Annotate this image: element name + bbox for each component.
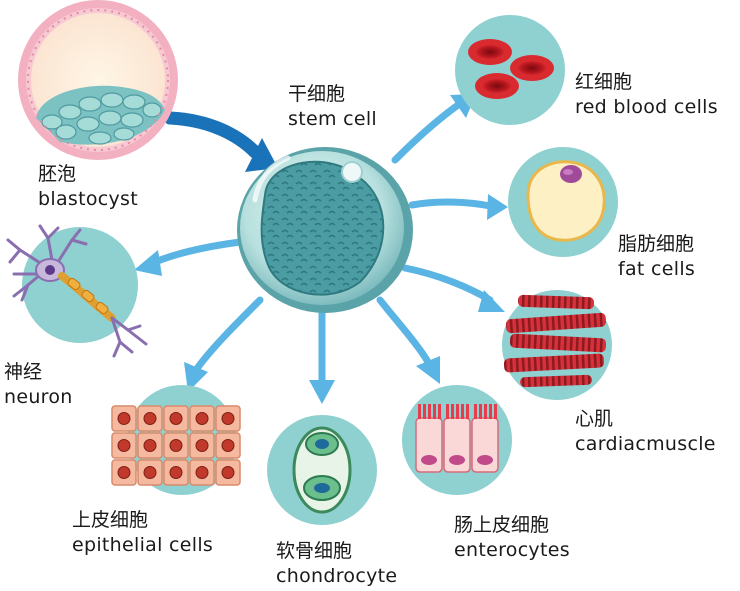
label-cardiac-muscle-en: cardiacmuscle [575, 433, 716, 455]
label-red-blood-cells-en: red blood cells [575, 96, 718, 118]
enterocyte-nucleus [449, 455, 465, 465]
microvillus [451, 404, 454, 419]
epithelial-nucleus [117, 439, 131, 452]
label-epithelial-cells-zh: 上皮细胞 [72, 509, 149, 531]
arrow-head-cardiac [478, 290, 505, 312]
microvillus [446, 404, 449, 419]
arrow-to-neuron [151, 238, 244, 266]
microvillus [423, 404, 426, 419]
arrow-head-epithelial [184, 362, 208, 392]
label-red-blood-cells-zh: 红细胞 [575, 71, 633, 93]
microvillus [466, 404, 469, 419]
microvillus [428, 404, 431, 419]
arrows [134, 94, 508, 404]
epithelial-nucleus [195, 412, 209, 425]
blastocyst-illustration [18, 0, 178, 160]
label-fat-cells: 脂肪细胞 fat cells [618, 232, 695, 282]
microvillus [489, 404, 492, 419]
label-red-blood-cells: 红细胞 red blood cells [575, 70, 718, 120]
red-blood-cells-illustration [455, 15, 565, 125]
cardiac-muscle-illustration [502, 290, 612, 400]
arrow-head-enterocytes [416, 356, 440, 384]
label-stem-cell: 干细胞 stem cell [288, 82, 377, 132]
label-neuron-zh: 神经 [4, 361, 43, 383]
microvillus [433, 404, 436, 419]
microvillus [494, 404, 497, 419]
label-epithelial-cells: 上皮细胞 epithelial cells [72, 508, 213, 558]
label-chondrocyte: 软骨细胞 chondrocyte [276, 539, 397, 589]
epithelial-nucleus [143, 439, 157, 452]
label-neuron-en: neuron [4, 386, 73, 408]
microvillus [461, 404, 464, 419]
enterocyte-nucleus [477, 455, 493, 465]
label-stem-cell-zh: 干细胞 [288, 83, 346, 105]
label-blastocyst-en: blastocyst [38, 188, 138, 210]
epithelial-nucleus [221, 466, 235, 479]
arrow-head-blastocyst [245, 138, 278, 172]
rbc-2 [510, 55, 554, 81]
label-enterocytes: 肠上皮细胞 enterocytes [454, 513, 570, 563]
rbc-3 [475, 73, 519, 99]
label-blastocyst: 胚泡 blastocyst [38, 162, 138, 212]
microvillus [456, 404, 459, 419]
neuron-illustration [6, 224, 148, 358]
stem-cell-illustration [237, 147, 413, 313]
enterocyte-nucleus [421, 455, 437, 465]
microvillus [474, 404, 477, 419]
arrow-blastocyst-to-stem [163, 111, 262, 159]
label-blastocyst-zh: 胚泡 [38, 163, 77, 185]
epithelial-nucleus [117, 466, 131, 479]
microvillus [418, 404, 421, 419]
label-fat-cells-zh: 脂肪细胞 [618, 233, 695, 255]
epithelial-nucleus [195, 466, 209, 479]
epithelial-nucleus [117, 412, 131, 425]
epithelial-nucleus [143, 412, 157, 425]
epithelial-nucleus [169, 439, 183, 452]
arrow-head-neuron [134, 250, 162, 276]
chondrocyte-illustration [267, 415, 377, 525]
label-enterocytes-zh: 肠上皮细胞 [454, 514, 550, 536]
rbc-1 [468, 39, 512, 65]
enterocytes-illustration [402, 385, 512, 495]
label-cardiac-muscle: 心肌 cardiacmuscle [575, 407, 716, 457]
microvillus [438, 404, 441, 419]
epithelial-nucleus [169, 466, 183, 479]
label-neuron: 神经 neuron [4, 360, 73, 410]
arrow-head-chondrocyte [309, 380, 335, 404]
label-fat-cells-en: fat cells [618, 258, 696, 280]
arrow-to-fat [408, 198, 494, 210]
epithelial-nucleus [221, 439, 235, 452]
label-epithelial-cells-en: epithelial cells [72, 534, 214, 556]
epithelial-nucleus [195, 439, 209, 452]
arrow-to-epithelial [192, 296, 264, 374]
epithelial-nucleus [221, 412, 235, 425]
arrow-to-enterocytes [376, 296, 432, 366]
microvillus [484, 404, 487, 419]
arrow-to-rbc [391, 101, 462, 164]
arrow-to-cardiac [401, 264, 494, 304]
label-chondrocyte-zh: 软骨细胞 [276, 540, 353, 562]
fat-cell-illustration [508, 147, 618, 257]
epithelial-nucleus [169, 412, 183, 425]
epithelial-nucleus [143, 466, 157, 479]
label-enterocytes-en: enterocytes [454, 539, 570, 561]
arrow-head-fat [487, 194, 508, 220]
label-chondrocyte-en: chondrocyte [276, 565, 398, 587]
epithelial-cells-illustration [111, 385, 241, 495]
microvillus [479, 404, 482, 419]
label-cardiac-muscle-zh: 心肌 [575, 408, 614, 430]
label-stem-cell-en: stem cell [288, 108, 377, 130]
